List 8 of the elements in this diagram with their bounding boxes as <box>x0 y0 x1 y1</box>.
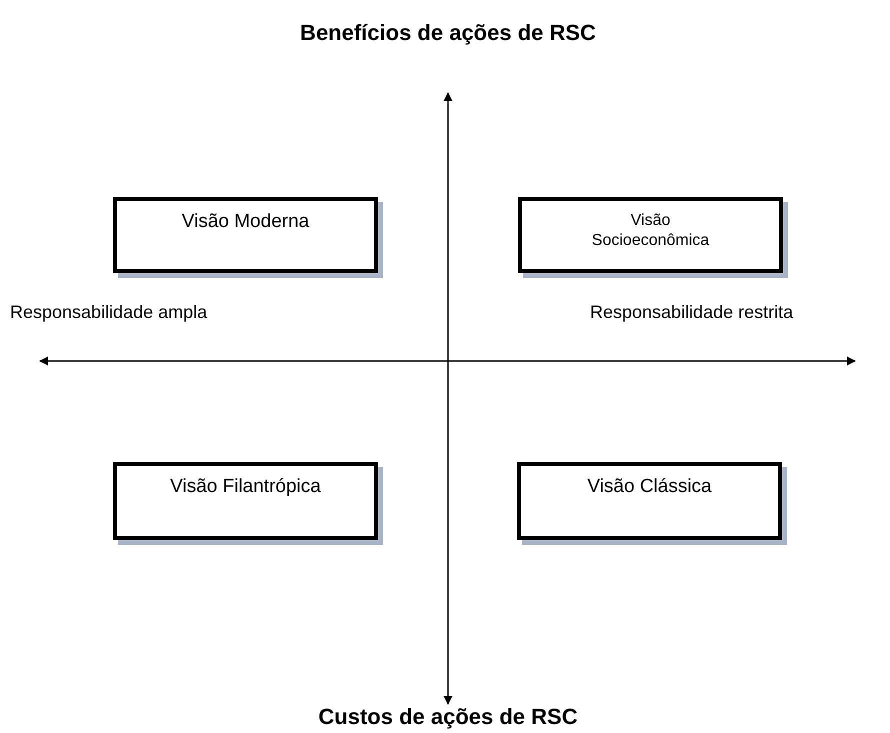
axis-label: Responsabilidade ampla <box>10 302 208 323</box>
box-label: Visão Filantrópica <box>169 476 322 499</box>
axis-label: Responsabilidade restrita <box>590 302 794 323</box>
axis-title: Custos de ações de RSC <box>318 704 578 730</box>
axis-title: Benefícios de ações de RSC <box>300 20 596 46</box>
box-label: Visão Moderna <box>180 211 310 234</box>
box-label: Visão Socioeconômica <box>590 211 710 251</box>
box-label: Visão Clássica <box>586 476 713 499</box>
